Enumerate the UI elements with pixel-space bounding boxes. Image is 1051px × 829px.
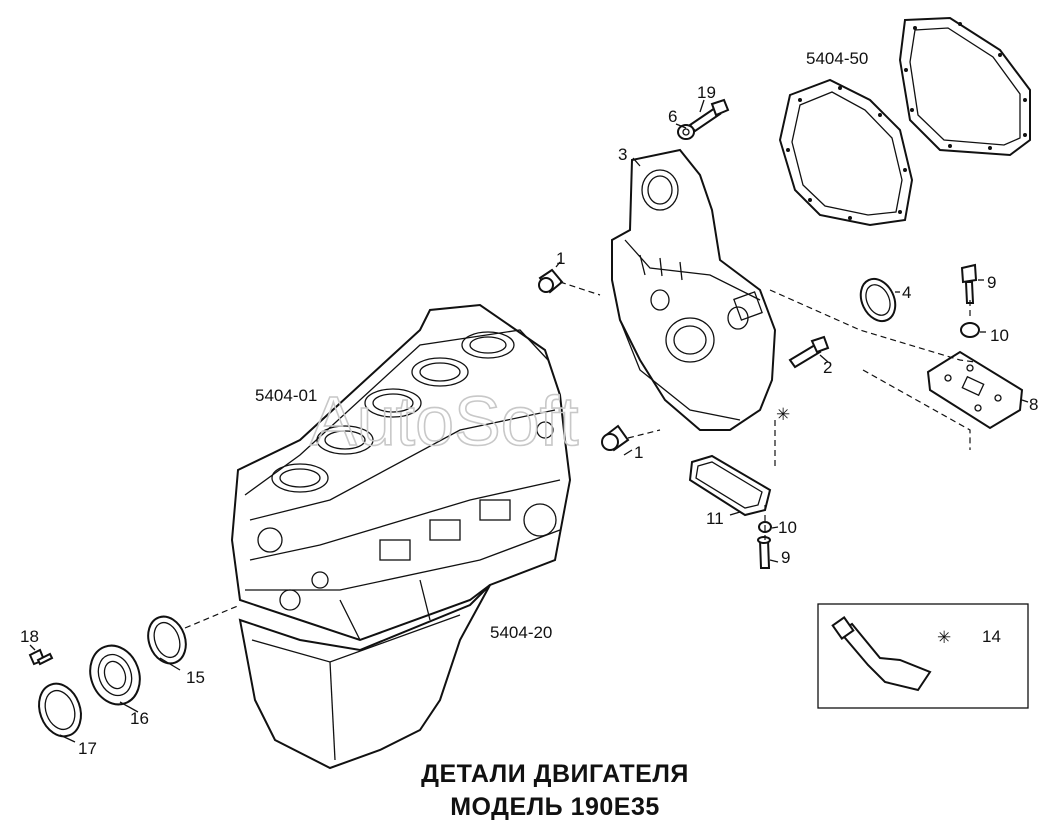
callout-2: 2 (823, 358, 832, 377)
callout-10-upper: 10 (990, 326, 1009, 345)
callout-14: 14 (982, 627, 1001, 646)
callout-17: 17 (78, 739, 97, 758)
bolt-2[interactable] (788, 335, 830, 369)
bolt-9-lower[interactable] (757, 536, 771, 569)
callout-15: 15 (186, 668, 205, 687)
callout-1-upper: 1 (556, 249, 565, 268)
sealant-mark-box: ✳ (937, 628, 951, 647)
oil-pan[interactable] (238, 584, 491, 770)
gasket-11[interactable] (688, 454, 772, 517)
seal-ring-4[interactable] (854, 273, 902, 326)
callout-9-upper: 9 (987, 273, 996, 292)
callout-16: 16 (130, 709, 149, 728)
watermark: AutoSoft (310, 382, 579, 460)
sealant-box (817, 603, 1029, 709)
cover-plate-8[interactable] (926, 350, 1024, 430)
seal-ring-15[interactable] (142, 611, 192, 668)
bolt-18[interactable] (28, 648, 54, 666)
callout-19: 19 (697, 83, 716, 102)
dowel-pin-lower[interactable] (601, 424, 630, 452)
diagram-title-line-2: МОДЕЛЬ 190Е35 (450, 793, 660, 821)
callout-11: 11 (706, 509, 724, 528)
callout-10-lower: 10 (778, 518, 797, 537)
callout-4: 4 (902, 283, 911, 302)
bolt-9-upper[interactable] (960, 263, 978, 304)
sealant-tube[interactable] (831, 616, 932, 692)
callout-1-lower: 1 (634, 443, 643, 462)
timing-cover[interactable] (611, 148, 777, 431)
washer-6[interactable] (677, 124, 695, 140)
dowel-pin-upper[interactable] (538, 268, 564, 294)
diagram-title-line-1: ДЕТАЛИ ДВИГАТЕЛЯ (421, 760, 689, 788)
leader-lines (29, 99, 1029, 743)
group-label-engine-block: 5404-01 (255, 386, 317, 405)
group-label-flywheel-housing: 5404-50 (806, 49, 868, 68)
callout-9-lower: 9 (781, 548, 790, 567)
callout-6: 6 (668, 107, 677, 126)
washer-10-upper[interactable] (960, 322, 980, 338)
bolt-19[interactable] (688, 98, 730, 133)
callout-8: 8 (1029, 395, 1038, 414)
seal-ring-17[interactable] (32, 678, 88, 742)
group-label-oil-pan: 5404-20 (490, 623, 552, 642)
callout-3: 3 (618, 145, 627, 164)
seal-16[interactable] (82, 639, 148, 712)
callout-18: 18 (20, 627, 39, 646)
engine-block[interactable] (230, 303, 572, 642)
sealant-mark-cover: ✳ (776, 405, 790, 424)
flywheel-housing-gasket[interactable] (778, 16, 1031, 227)
